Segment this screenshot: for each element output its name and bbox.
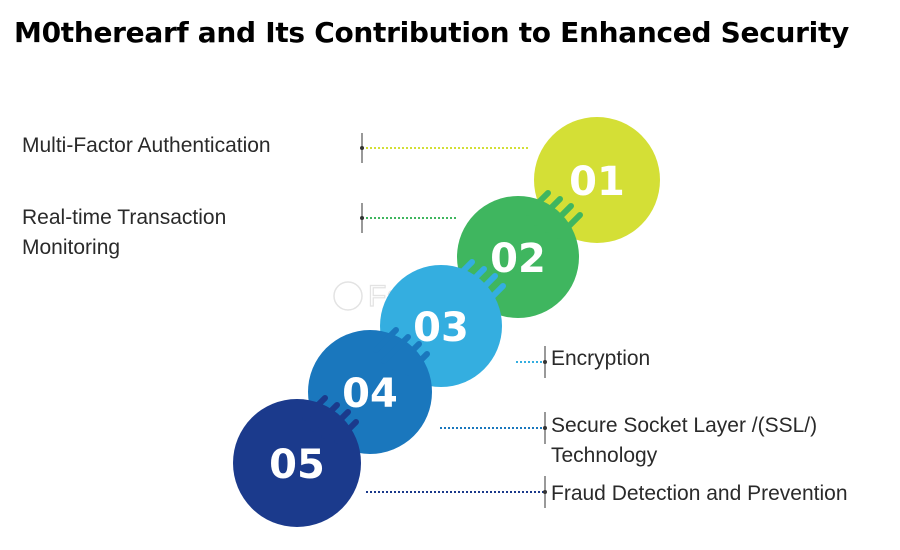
step-number-04: 04: [342, 371, 398, 417]
step-number-01: 01: [569, 159, 625, 205]
step-label-02: Real-time Transaction Monitoring: [22, 206, 227, 259]
connector-3: [516, 346, 547, 378]
connector-2: [360, 203, 458, 233]
stripes-02: [449, 259, 506, 308]
page-title: M0therearf and Its Contribution to Enhan…: [14, 16, 850, 49]
stripes-04: [302, 395, 359, 444]
step-label-04: Secure Socket Layer /(SSL/) Technology: [551, 414, 818, 467]
stripes-01: [525, 190, 583, 239]
connector-1: [360, 133, 530, 163]
step-number-03: 03: [413, 305, 469, 351]
step-label-01: Multi-Factor Authentication: [22, 134, 271, 157]
step-label-03: Encryption: [551, 347, 651, 370]
connector-4: [440, 412, 547, 444]
step-label-05: Fraud Detection and Prevention: [551, 482, 848, 505]
step-number-02: 02: [490, 236, 546, 282]
watermark-logo-icon: [333, 281, 363, 311]
connector-5: [366, 476, 547, 508]
stripe-accents: [302, 190, 583, 444]
step-number-05: 05: [269, 442, 325, 488]
stripes-03: [373, 327, 430, 376]
